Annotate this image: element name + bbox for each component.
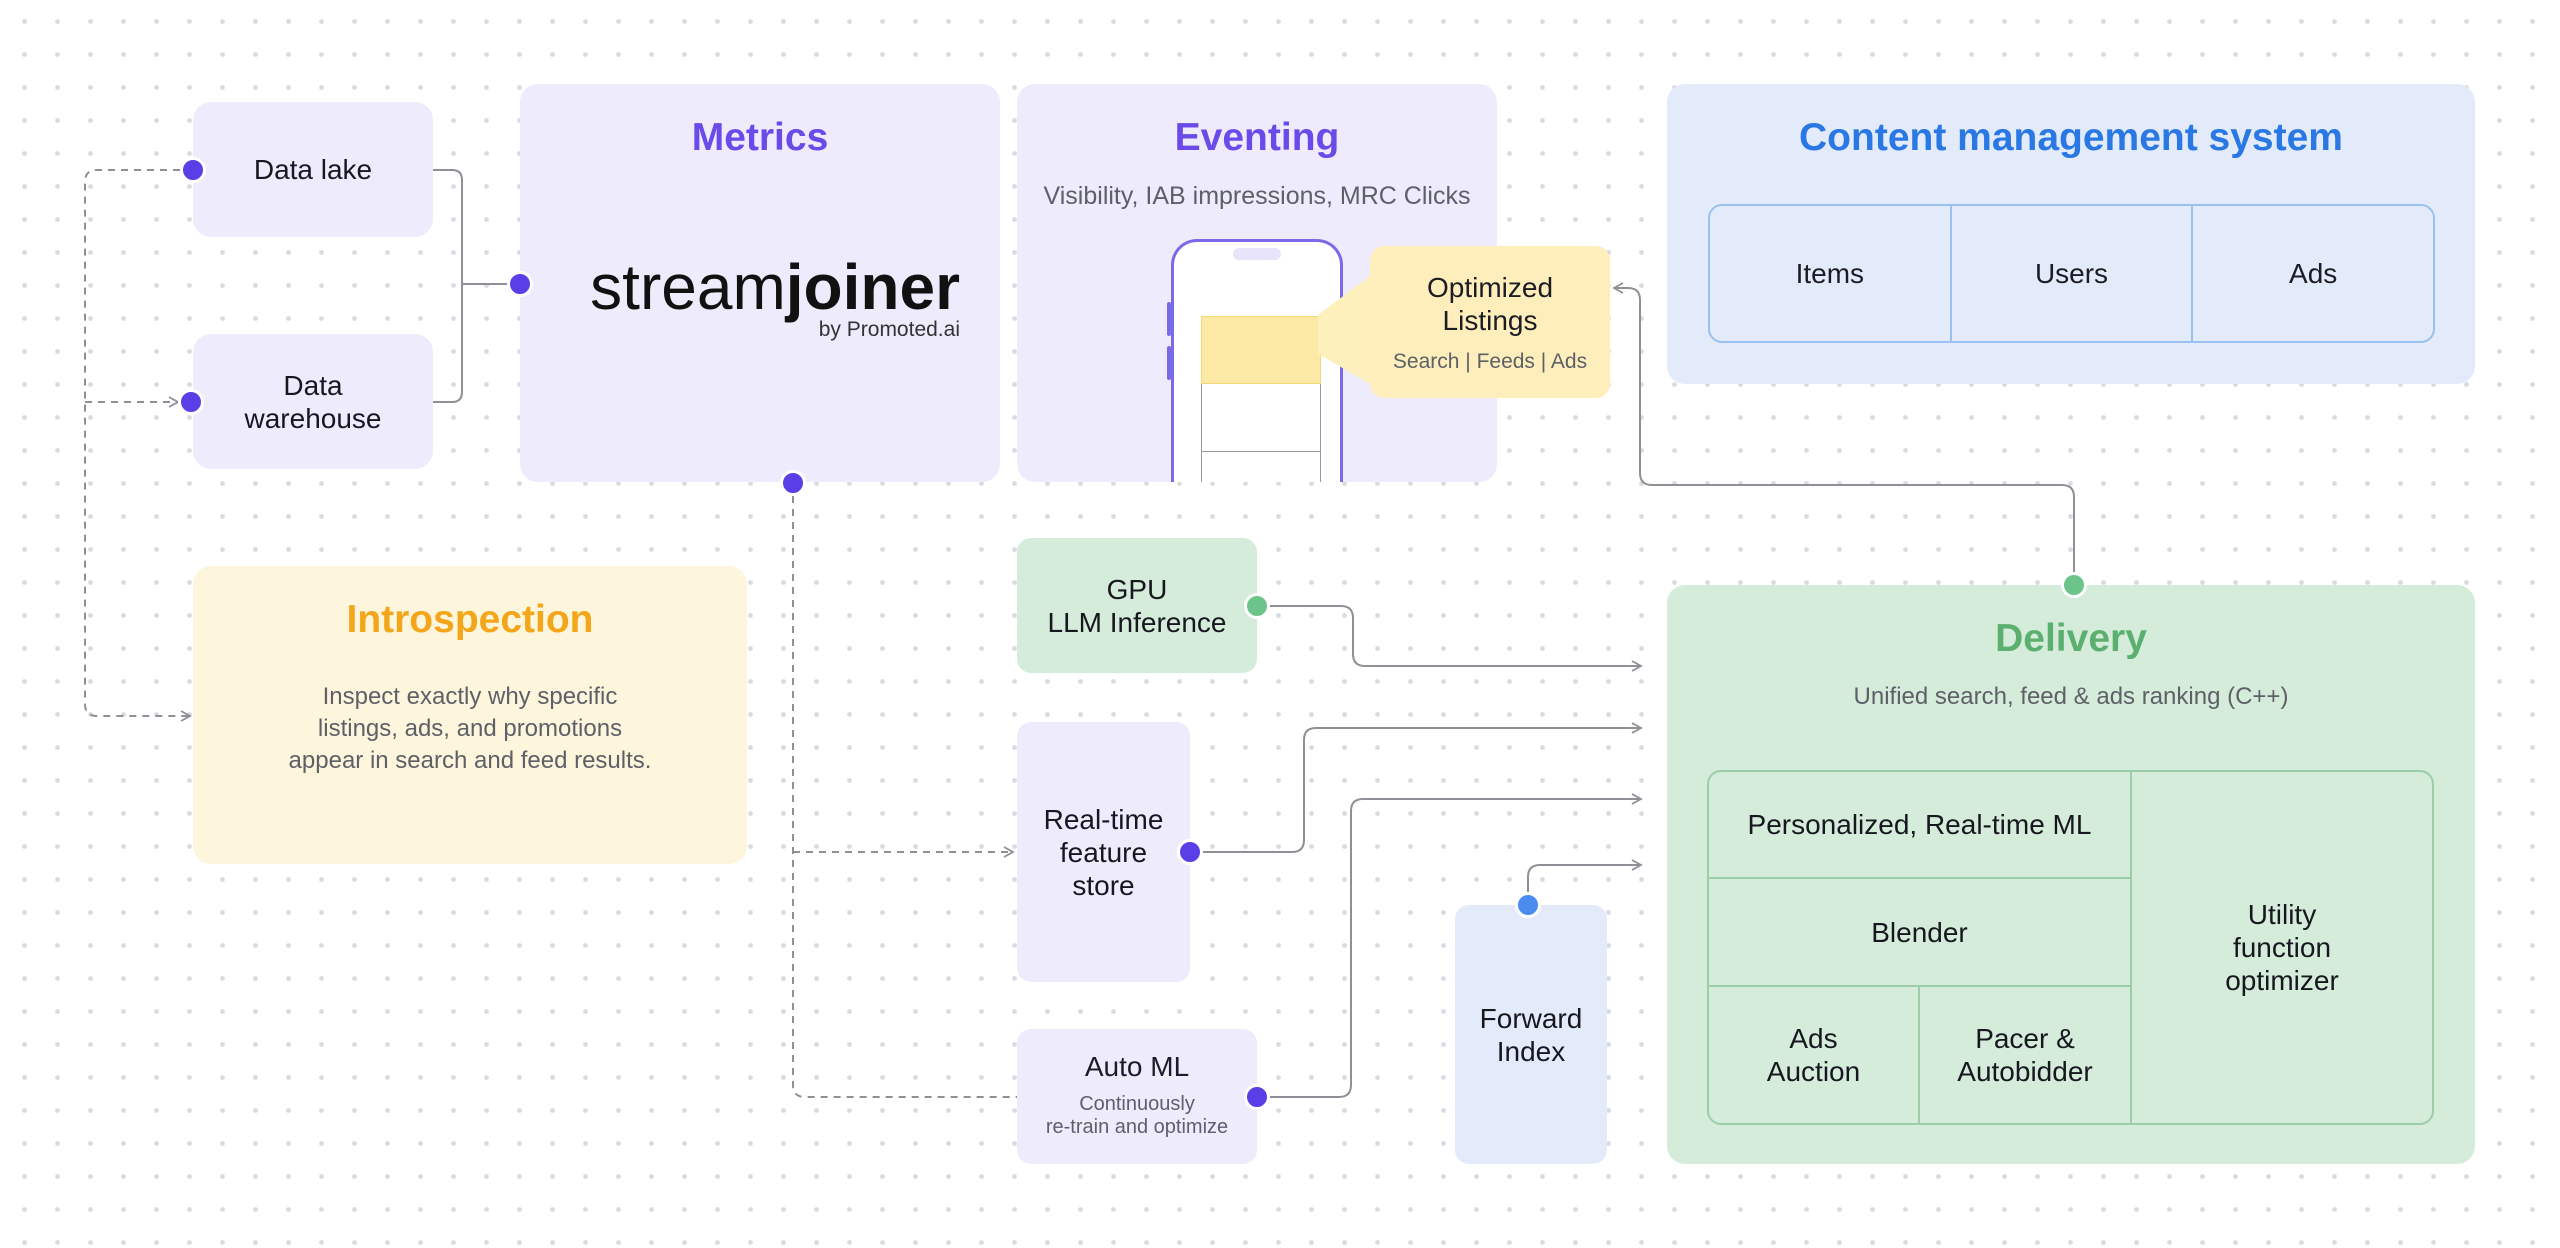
data-lake-label: Data lake [253,154,373,185]
metrics-output-connector[interactable] [780,470,806,496]
optimized-listings-subtitle: Search | Feeds | Ads [1392,350,1588,373]
data-lake-box[interactable]: Data lake [193,102,433,237]
personalized-ml-cell[interactable]: Personalized, Real-time ML [1709,772,2132,879]
utility-optimizer-cell[interactable]: Utility function optimizer [2225,899,2339,996]
data-lake-connector[interactable] [180,157,206,183]
cms-cell-ads[interactable]: Ads [2289,257,2338,289]
metrics-title: Metrics [691,116,829,159]
phone-listing-row [1201,452,1321,482]
logo-joiner-text: joiner [785,251,960,323]
phone-highlighted-listing [1201,316,1321,384]
delivery-subtitle: Unified search, feed & ads ranking (C++) [1853,683,2289,710]
auto-ml-subtitle: Continuously re-train and optimize [1045,1093,1229,1138]
logo-by-text: by Promoted.ai [818,318,960,341]
cms-cell-items[interactable]: Items [1710,206,1952,341]
cms-title: Content management system [1799,116,2343,159]
phone-side-button-icon [1167,346,1171,380]
cms-panel[interactable]: Content management system Items Users Ad… [1667,84,2475,384]
gpu-connector[interactable] [1244,593,1270,619]
pacer-autobidder-cell[interactable]: Pacer & Autobidder [1920,987,2132,1123]
gpu-llm-inference-box[interactable]: GPU LLM Inference [1017,538,1257,673]
introspection-title: Introspection [346,598,594,641]
forward-index-connector[interactable] [1515,892,1541,918]
delivery-panel[interactable]: Delivery Unified search, feed & ads rank… [1667,585,2475,1164]
data-warehouse-connector[interactable] [178,389,204,415]
streamjoiner-logo: streamjoiner by Promoted.ai [582,254,960,342]
data-warehouse-label: Data warehouse [244,369,382,434]
optimized-listings-title: Optimized Listings [1426,272,1554,336]
feature-store-connector[interactable] [1177,839,1203,865]
eventing-subtitle: Visibility, IAB impressions, MRC Clicks [1043,182,1471,210]
introspection-body: Inspect exactly why specific listings, a… [288,683,652,774]
feature-store-box[interactable]: Real-time feature store [1017,722,1190,982]
metrics-input-connector[interactable] [507,271,533,297]
gpu-llm-inference-label: GPU LLM Inference [1047,573,1227,638]
phone-illustration [1167,239,1343,482]
forward-index-box[interactable]: Forward Index [1455,905,1607,1164]
delivery-connector[interactable] [2061,572,2087,598]
auto-ml-connector[interactable] [1244,1084,1270,1110]
cms-table: Items Users Ads [1708,204,2435,343]
logo-stream-text: stream [590,251,786,323]
delivery-components-grid: Personalized, Real-time ML Blender Ads A… [1707,770,2434,1125]
forward-index-label: Forward Index [1479,1002,1583,1067]
eventing-title: Eventing [1174,116,1340,159]
phone-side-button-icon [1167,302,1171,336]
feature-store-label: Real-time feature store [1043,803,1164,901]
blender-cell[interactable]: Blender [1709,879,2132,987]
optimized-listings-card[interactable]: Optimized Listings Search | Feeds | Ads [1370,246,1610,398]
ads-auction-cell[interactable]: Ads Auction [1709,987,1920,1123]
auto-ml-title: Auto ML [1084,1051,1190,1082]
introspection-panel[interactable]: Introspection Inspect exactly why specif… [193,566,747,864]
phone-notch-icon [1233,248,1281,260]
data-warehouse-box[interactable]: Data warehouse [193,334,433,469]
delivery-title: Delivery [1995,617,2147,660]
metrics-panel[interactable]: Metrics streamjoiner by Promoted.ai [520,84,1000,482]
phone-listing-row [1201,384,1321,452]
auto-ml-box[interactable]: Auto ML Continuously re-train and optimi… [1017,1029,1257,1164]
cms-cell-users[interactable]: Users [1952,206,2194,341]
